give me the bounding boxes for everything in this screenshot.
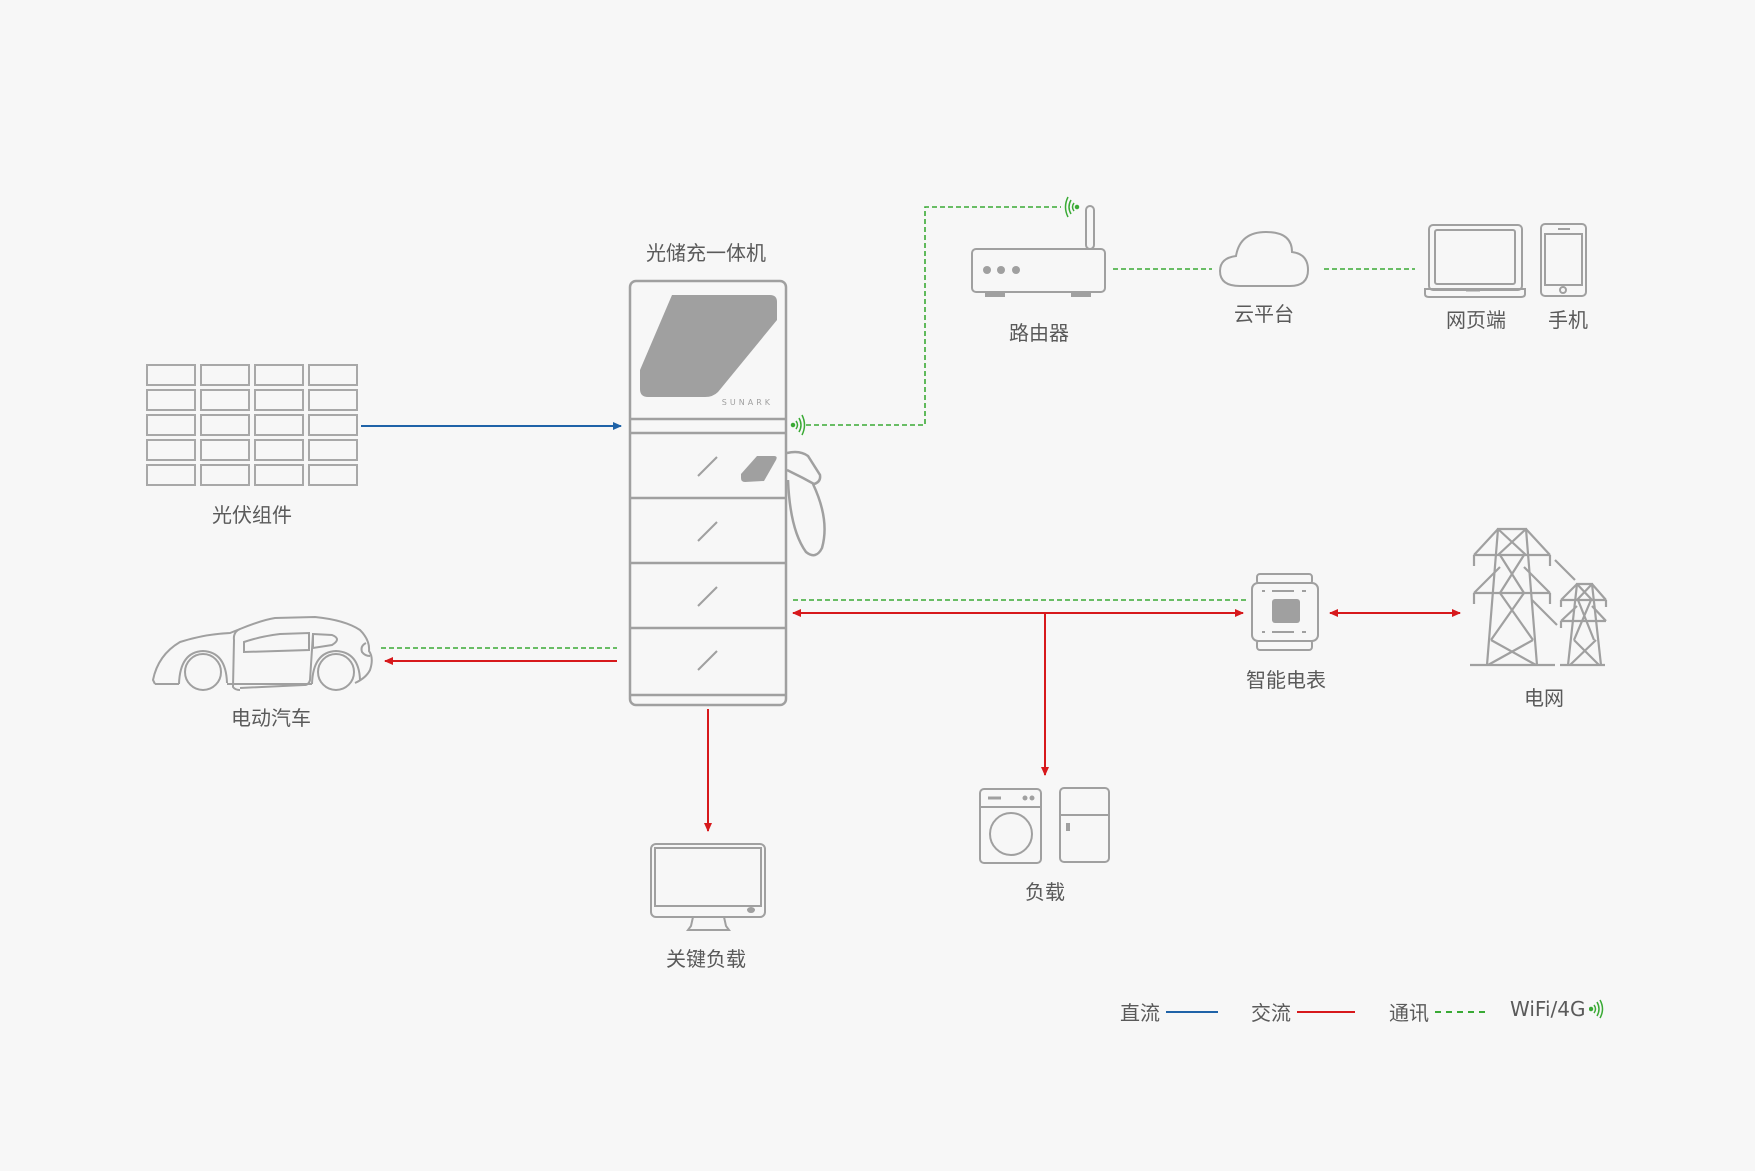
solar-cell xyxy=(308,439,358,461)
router-label: 路由器 xyxy=(1009,321,1069,345)
phone-label: 手机 xyxy=(1548,308,1588,332)
solar-cell xyxy=(308,414,358,436)
cloud-label: 云平台 xyxy=(1234,302,1294,326)
solar-cell xyxy=(308,464,358,486)
legend-wifi-label: WiFi/4G xyxy=(1510,997,1586,1021)
wifi-icon xyxy=(1589,999,1604,1019)
solar-cell xyxy=(200,439,250,461)
car-icon xyxy=(151,615,373,691)
legend-dc-label: 直流 xyxy=(1120,1001,1160,1025)
legend-wifi: WiFi/4G xyxy=(1510,997,1605,1021)
meter-label: 智能电表 xyxy=(1246,668,1326,692)
monitor-icon xyxy=(650,843,766,931)
solar-panel-icon xyxy=(146,364,358,486)
legend-ac: 交流 xyxy=(1251,997,1355,1026)
web-label: 网页端 xyxy=(1446,308,1506,332)
critical-load-label: 关键负载 xyxy=(666,947,746,971)
solar-cell xyxy=(308,389,358,411)
solar-cell xyxy=(146,464,196,486)
load-label: 负载 xyxy=(1025,880,1065,904)
power-tower-icon xyxy=(1470,527,1608,667)
ev-label: 电动汽车 xyxy=(231,706,311,730)
brand-logo: SUNARK xyxy=(722,398,773,407)
solar-cell xyxy=(254,389,304,411)
cloud-icon xyxy=(1218,230,1310,287)
router-icon xyxy=(971,205,1106,297)
solar-cell xyxy=(146,389,196,411)
solar-cell xyxy=(200,364,250,386)
solar-cell xyxy=(146,364,196,386)
solar-cell xyxy=(146,414,196,436)
legend-dc-swatch xyxy=(1166,1010,1218,1013)
legend-comm: 通讯 xyxy=(1389,997,1485,1026)
solar-cell xyxy=(200,414,250,436)
legend-comm-label: 通讯 xyxy=(1389,1001,1429,1025)
solar-cell xyxy=(254,364,304,386)
cabinet-title: 光储充一体机 xyxy=(646,241,766,265)
smart-meter-icon xyxy=(1251,573,1319,651)
solar-cell xyxy=(254,439,304,461)
legend-dc: 直流 xyxy=(1120,997,1218,1026)
solar-cell xyxy=(308,364,358,386)
solar-cell xyxy=(254,414,304,436)
wifi-icon xyxy=(1064,196,1080,218)
phone-icon xyxy=(1540,223,1587,297)
pv-label: 光伏组件 xyxy=(212,503,292,527)
solar-cell xyxy=(146,439,196,461)
appliances-icon xyxy=(979,787,1110,864)
legend-ac-swatch xyxy=(1297,1010,1355,1013)
legend-comm-swatch xyxy=(1435,1010,1485,1013)
solar-cell xyxy=(254,464,304,486)
solar-cell xyxy=(200,464,250,486)
cabinet-icon xyxy=(628,279,826,707)
legend-ac-label: 交流 xyxy=(1251,1001,1291,1025)
comm-line-cabinet-router xyxy=(806,206,1061,426)
solar-cell xyxy=(200,389,250,411)
grid-label: 电网 xyxy=(1524,686,1564,710)
laptop-icon xyxy=(1424,224,1526,298)
wifi-icon xyxy=(790,414,806,436)
